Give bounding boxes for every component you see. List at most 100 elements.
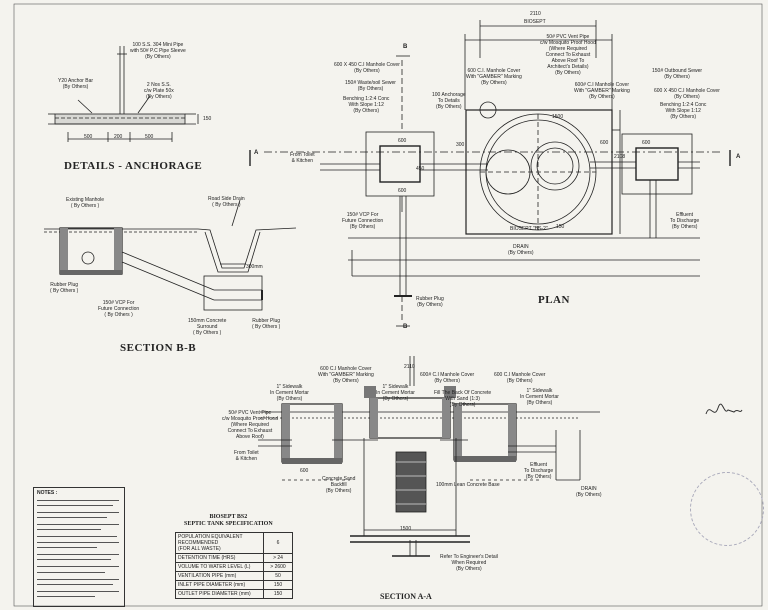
plan-dim-600-c: 600 xyxy=(600,140,609,146)
notes-line xyxy=(37,579,119,580)
bb-vcp: 150# VCP For Future Connection ( By Othe… xyxy=(98,300,140,318)
spec-value: > 2600 xyxy=(263,562,293,572)
plan-drawing xyxy=(249,20,731,322)
notes-line xyxy=(37,512,119,513)
aa-effluent: Effluent To Discharge (By Others) xyxy=(524,462,554,480)
signature-mark xyxy=(705,403,743,415)
spec-value: 50 xyxy=(263,571,293,581)
notes-line xyxy=(37,529,101,530)
spec-row: DETENTION TIME (HRS)> 24 xyxy=(175,553,293,563)
section-aa-drawing xyxy=(258,356,600,557)
anchorage-dim-4: 150 xyxy=(203,116,212,122)
spec-row: VENTILATION PIPE (mm)50 xyxy=(175,571,293,581)
plan-rubber-plug: Rubber Plug (By Others) xyxy=(416,296,444,308)
plan-benching: Benching 1:2:4 Conc With Slope 1:12 (By … xyxy=(343,96,390,114)
spec-row: OUTLET PIPE DIAMETER (mm)150 xyxy=(175,589,293,599)
plan-dim-300: 300 xyxy=(456,142,465,148)
anchorage-detail xyxy=(48,46,199,142)
notes-line xyxy=(37,596,95,597)
notes-line xyxy=(37,566,119,567)
section-aa-title: SECTION A-A xyxy=(380,592,432,601)
aa-dim-3: 2110 xyxy=(404,364,415,370)
bb-dim-300: 300mm xyxy=(246,264,263,270)
spec-value: > 24 xyxy=(263,553,293,563)
spec-value: 150 xyxy=(263,580,293,590)
notes-line xyxy=(37,554,119,555)
bb-encasement: 150mm Concrete Surround ( By Others ) xyxy=(188,318,227,336)
spec-label: VOLUME TO WATER LEVEL (L) xyxy=(175,562,264,572)
plan-dim-1500: 1500 xyxy=(552,114,564,120)
plan-ci-cover-left: 600 X 450 C.I Manhole Cover (By Others) xyxy=(334,62,400,74)
plan-marker-a-right: A xyxy=(736,154,741,160)
plan-biosept-label: BIOSEPT "BS-2" xyxy=(510,226,548,232)
notes-line xyxy=(37,524,119,525)
anchorage-dim-3: 500 xyxy=(145,134,154,140)
plan-benching-right: Benching 1:2:4 Conc With Slope 1:12 (By … xyxy=(660,102,707,120)
section-bb-title: SECTION B-B xyxy=(120,342,197,354)
plan-dim-2108: 2108 xyxy=(614,154,626,160)
aa-lean-concrete: 100mm Lean Concrete Base xyxy=(436,482,500,488)
notes-line xyxy=(37,584,113,585)
company-stamp xyxy=(690,472,764,546)
anchorage-dim-1: 500 xyxy=(84,134,93,140)
aa-vent: 50# PVC Vent Pipe c/w Mosquito Proof Hoo… xyxy=(222,410,278,440)
aa-cover-left: 600 C.I Manhole Cover With "GAMBER" Mark… xyxy=(318,366,374,384)
plan-marker-a-left: A xyxy=(254,150,259,156)
notes-line xyxy=(37,536,117,537)
anchorage-dim-2: 200 xyxy=(114,134,123,140)
plan-outlet-sewer: 150# Outbound Sewer (By Others) xyxy=(652,68,703,80)
aa-sidewalk-mid: 1" Sidewalk In Cement Mortar (By Others) xyxy=(376,384,415,402)
plan-ci-cover-mid: 600 C.I. Manhole Cover With "GAMBER" Mar… xyxy=(466,68,522,86)
plan-dim-top-1: 2110 xyxy=(530,11,541,17)
bb-existing-manhole: Existing Manhole ( By Others ) xyxy=(66,197,105,209)
notes-line xyxy=(37,505,113,506)
plan-effluent: Effluent To Discharge (By Others) xyxy=(670,212,700,230)
notes-line xyxy=(37,559,111,560)
notes-heading: NOTES : xyxy=(37,490,58,496)
section-markers xyxy=(396,55,410,327)
spec-value: 150 xyxy=(263,589,293,599)
spec-label: INLET PIPE DIAMETER (mm) xyxy=(175,580,264,590)
plan-dim-600-a: 600 xyxy=(398,138,407,144)
notes-line xyxy=(37,547,97,548)
spec-label: OUTLET PIPE DIAMETER (mm) xyxy=(175,589,264,599)
aa-concrete-base: Concrete Sand Backfill (By Others) xyxy=(322,476,356,494)
notes-line xyxy=(37,542,119,543)
aa-sidewalk-left: 1" Sidewalk In Cement Mortar (By Others) xyxy=(270,384,309,402)
spec-value: 6 xyxy=(263,532,293,554)
spec-row: INLET PIPE DIAMETER (mm)150 xyxy=(175,580,293,590)
anchorage-bar-note: Y20 Anchor Bar (By Others) xyxy=(58,78,94,90)
aa-from-toilet: From Toilet & Kitchen xyxy=(234,450,259,462)
notes-line xyxy=(37,591,119,592)
plan-marker-b-top: B xyxy=(403,44,408,50)
anchorage-ss-note: 2 Nos S.S. c/w Plate 50x (By Others) xyxy=(144,82,174,100)
plan-drain: DRAIN (By Others) xyxy=(508,244,534,256)
notes-line xyxy=(37,517,107,518)
aa-cover-right: 600 C.I Manhole Cover (By Others) xyxy=(494,372,546,384)
aa-sidewalk-right: 1" Sidewalk In Cement Mortar (By Others) xyxy=(520,388,559,406)
spec-label: DETENTION TIME (HRS) xyxy=(175,553,264,563)
plan-marker-b-bottom: B xyxy=(403,324,408,330)
spec-row: POPULATION EQUIVALENT RECOMMENDED (FOR A… xyxy=(175,532,293,554)
plan-dim-600-b: 600 xyxy=(398,188,407,194)
plan-anchorage: 100 Anchorage To Details (By Others) xyxy=(432,92,466,110)
notes-line xyxy=(37,572,105,573)
anchorage-pipe-note: 100 S.S. 304 Mini Pipe with 50# P.C Pipe… xyxy=(130,42,186,60)
plan-dim-450: 450 xyxy=(416,166,425,172)
notes-line xyxy=(37,500,119,501)
aa-engineers-detail: Refer To Engineer's Detail When Required… xyxy=(440,554,498,572)
bb-rubber-plug-left: Rubber Plug ( By Others ) xyxy=(50,282,79,294)
bb-rubber-plug-right: Rubber Plug ( By Others ) xyxy=(252,318,281,330)
plan-inlet-sewer: 150# Waste/soil Sewer (By Others) xyxy=(345,80,396,92)
aa-drain: DRAIN (By Others) xyxy=(576,486,602,498)
spec-table: POPULATION EQUIVALENT RECOMMENDED (FOR A… xyxy=(175,532,293,599)
aa-soil-level: Fill The Back Of Concrete With Sand (1:3… xyxy=(434,390,492,408)
aa-cover-mid: 600# C.I Manhole Cover (By Others) xyxy=(420,372,475,384)
plan-vcp-future: 150# VCP For Future Connection (By Other… xyxy=(342,212,384,230)
plan-dim-150: 150 xyxy=(556,224,565,230)
spec-title: BIOSEPT BS2 SEPTIC TANK SPECIFICATION xyxy=(184,514,273,527)
plan-ci-cover-right: 600# C.I Manhole Cover With "GAMBER" Mar… xyxy=(574,82,630,100)
spec-row: VOLUME TO WATER LEVEL (L)> 2600 xyxy=(175,562,293,572)
bb-road-drain: Road Side Drain ( By Others ) xyxy=(208,196,245,208)
plan-ci-cover-far: 600 X 450 C.I Manhole Cover (By Others) xyxy=(654,88,720,100)
